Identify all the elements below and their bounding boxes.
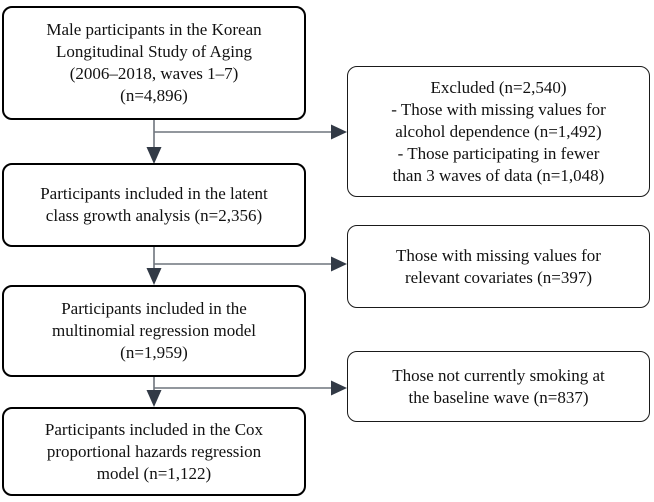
flow-box-cox-regression-model: Participants included in the Cox proport… xyxy=(2,407,306,496)
flow-box-text-line: the baseline wave (n=837) xyxy=(408,387,589,407)
flow-box-excluded-smoking: Those not currently smoking at the basel… xyxy=(347,351,650,422)
flow-box-text-line: (2006–2018, waves 1–7) xyxy=(69,64,239,83)
flow-box-text-line: Male participants in the Korean xyxy=(46,20,262,39)
flow-box-multinomial-regression-model: Participants included in the multinomial… xyxy=(2,285,306,377)
flow-box-text-line: Participants included in the xyxy=(61,299,247,318)
flow-box-text-line: model (n=1,122) xyxy=(96,463,212,483)
flow-box-text-line: Participants included in the Cox xyxy=(44,419,264,439)
flow-box-excluded-covariates: Those with missing values for relevant c… xyxy=(347,225,650,308)
flow-box-klosa-population: Male participants in the Korean Longitud… xyxy=(2,6,306,120)
arrow-down-icon xyxy=(146,147,162,164)
flow-box-text-line: (n=4,896) xyxy=(120,86,188,105)
flow-box-excluded-baseline: Excluded (n=2,540) - Those with missing … xyxy=(347,66,650,197)
flow-box-text-line: relevant covariates (n=397) xyxy=(404,267,593,287)
flow-box-text-line: Those not currently smoking at xyxy=(392,365,605,385)
flow-box-text-line: multinomial regression model xyxy=(52,321,256,340)
flow-box-text-line: Participants included in the latent xyxy=(40,184,268,203)
flow-box-text-line: class growth analysis (n=2,356) xyxy=(45,206,263,225)
flow-box-text-line: than 3 waves of data (n=1,048) xyxy=(392,165,605,185)
flow-box-text-line: alcohol dependence (n=1,492) xyxy=(395,121,602,141)
flow-box-text-line: Longitudinal Study of Aging xyxy=(56,42,252,61)
arrow-right-icon xyxy=(331,380,347,396)
arrow-right-icon xyxy=(331,256,347,272)
flow-box-latent-class-growth-analysis: Participants included in the latent clas… xyxy=(2,163,306,247)
flow-box-text-line: (n=1,959) xyxy=(120,343,188,362)
arrow-down-icon xyxy=(146,268,162,285)
flow-box-text-line: - Those participating in fewer xyxy=(397,143,600,163)
flow-box-text-line: - Those with missing values for xyxy=(391,99,606,119)
arrow-right-icon xyxy=(331,124,347,140)
flow-box-text-line: Excluded (n=2,540) xyxy=(430,77,567,97)
flow-box-text-line: proportional hazards regression xyxy=(46,441,262,461)
arrow-down-icon xyxy=(146,390,162,407)
flow-box-text-line: Those with missing values for xyxy=(396,245,601,265)
